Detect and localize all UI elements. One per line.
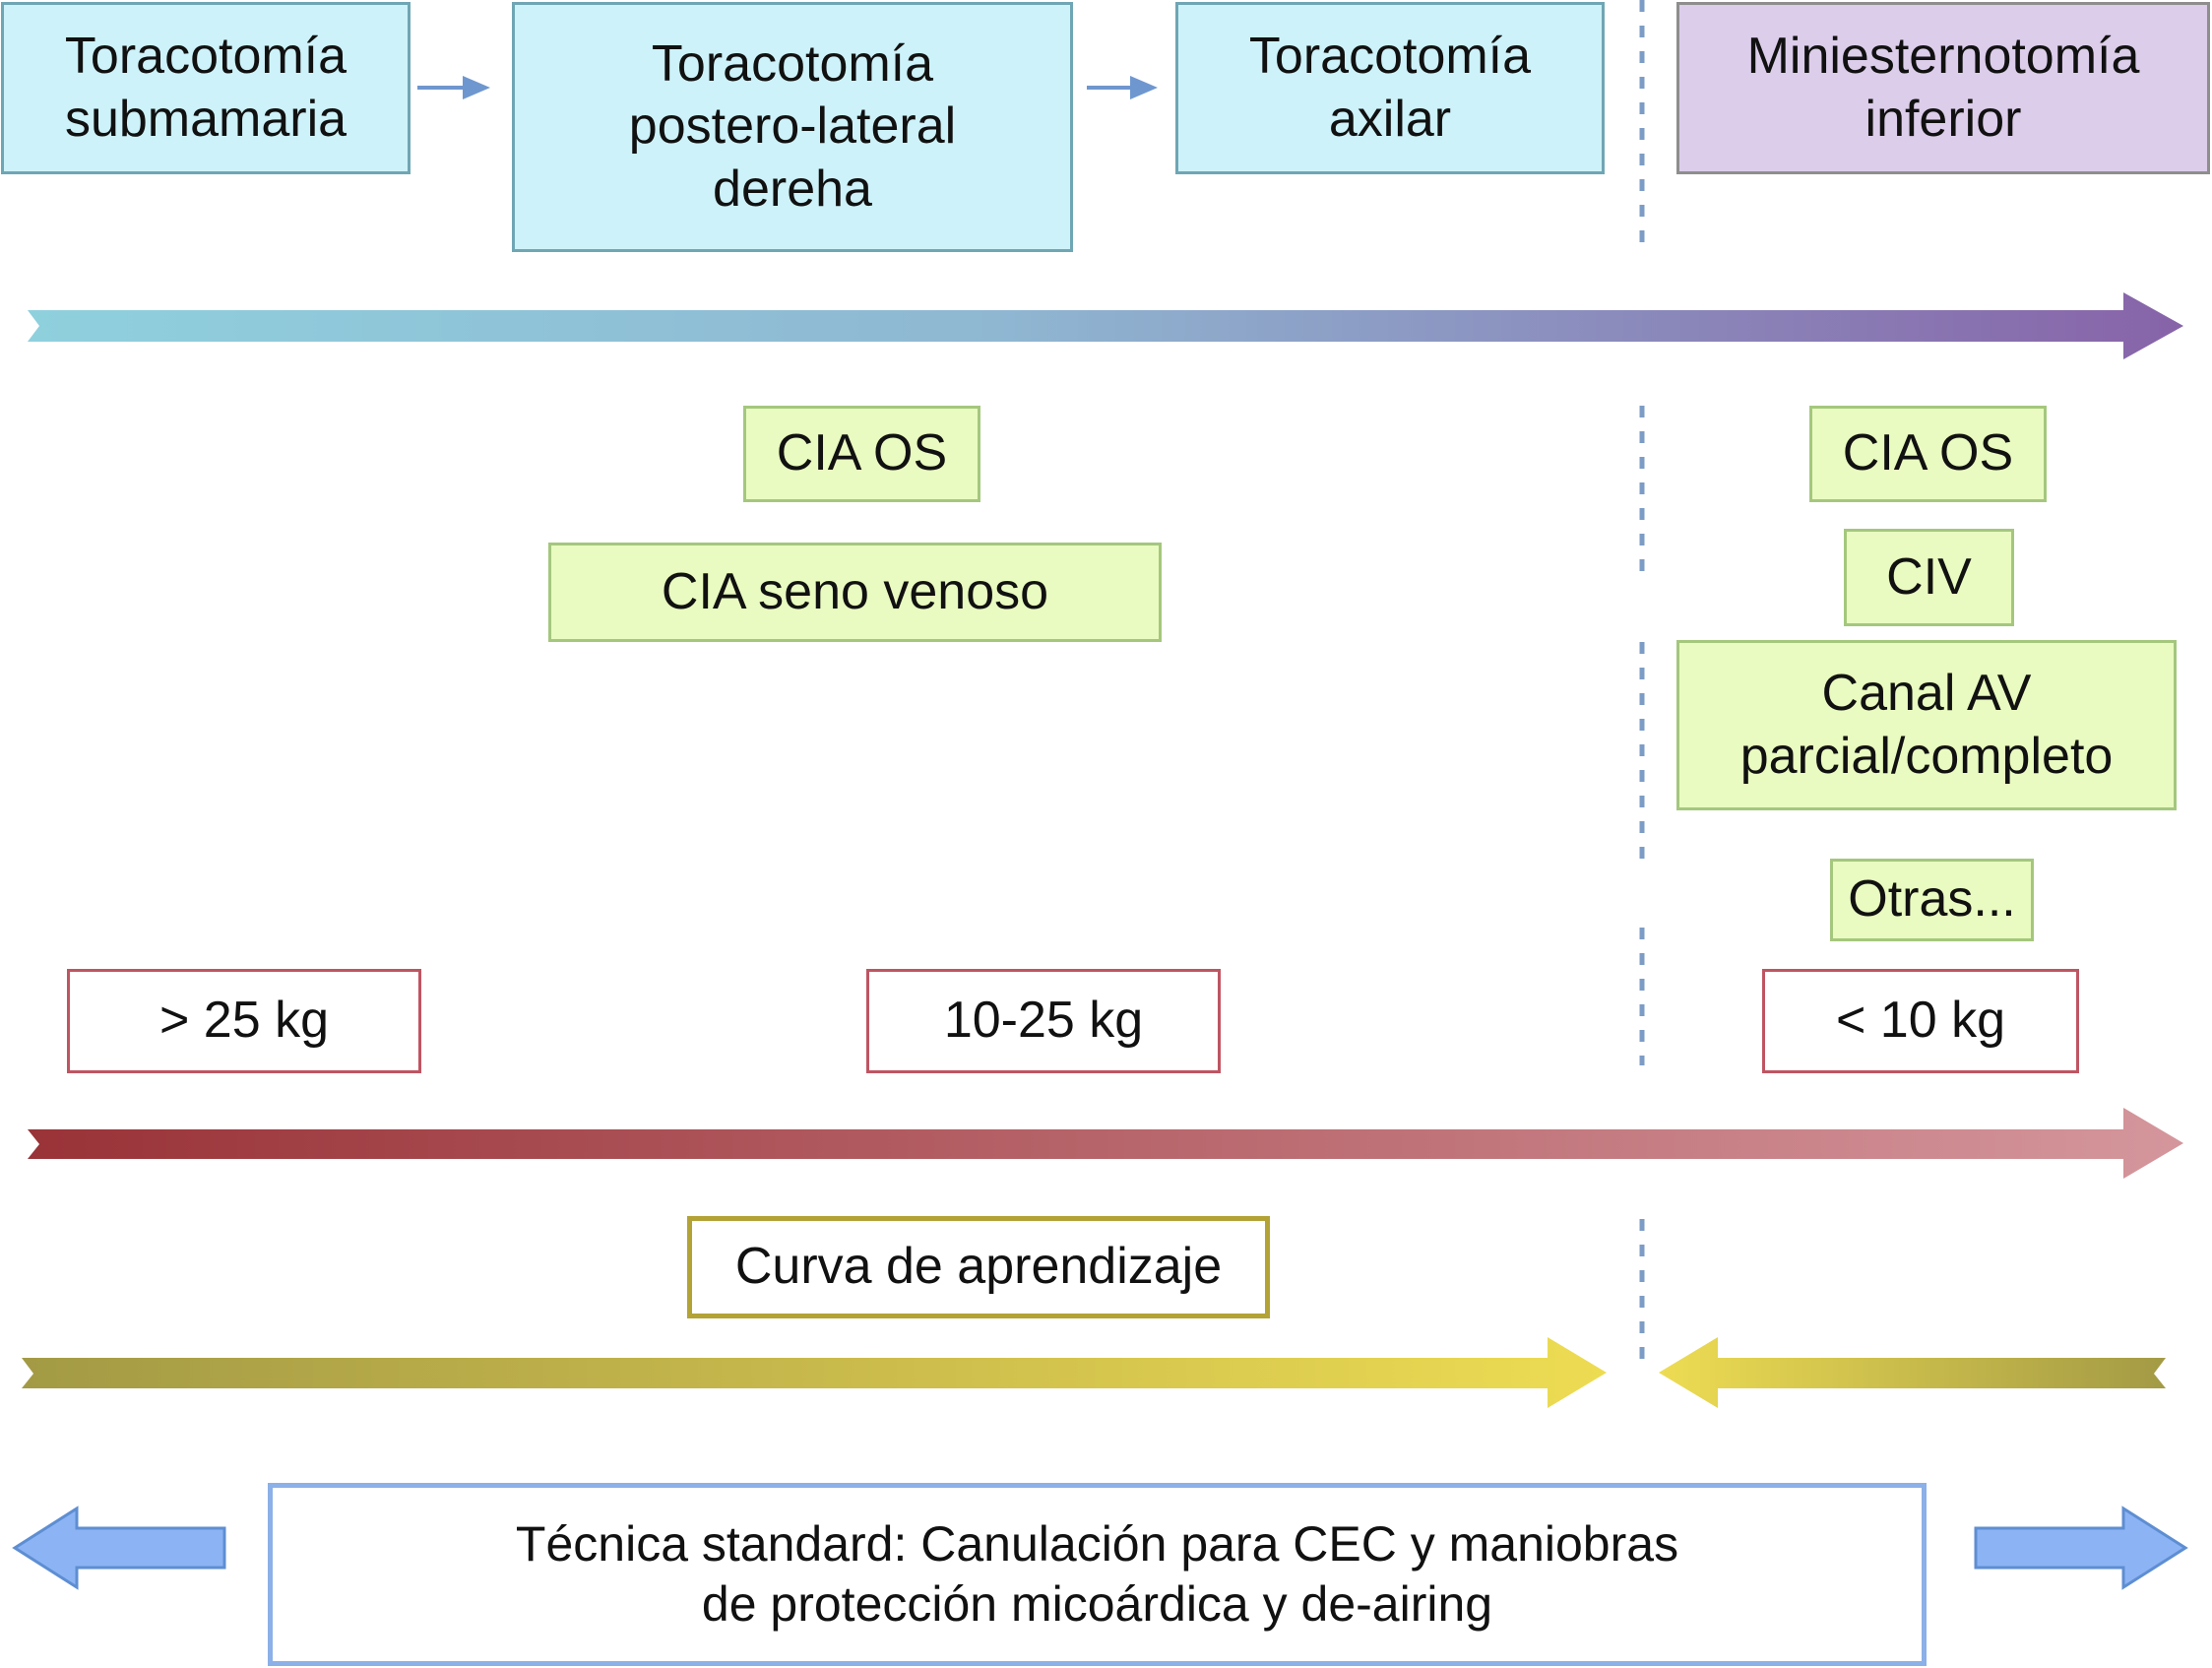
approach-axilar-label: Toracotomía axilar <box>1248 28 1532 148</box>
learning-curve-box: Curva de aprendizaje <box>687 1216 1270 1318</box>
learning-curve-label: Curva de aprendizaje <box>734 1238 1223 1296</box>
lesion-canal-av: Canal AV parcial/completo <box>1676 640 2177 810</box>
arrow-submamaria-to-posterolateral <box>417 76 490 99</box>
approach-posterolateral-label: Toracotomía postero-lateral dereha <box>628 34 957 218</box>
weight-gt25-label: > 25 kg <box>158 992 330 1050</box>
standard-technique-box: Técnica standard: Canulación para CEC y … <box>268 1483 1927 1666</box>
approach-progression-arrow <box>28 292 2183 359</box>
standard-right-arrow-icon <box>1974 1506 2188 1590</box>
approach-submamaria-label: Toracotomía submamaria <box>64 28 348 148</box>
weight-gradient-arrow <box>28 1108 2183 1179</box>
lesion-otras: Otras... <box>1830 859 2034 941</box>
learning-curve-arrow-right <box>22 1337 1607 1408</box>
approach-posterolateral: Toracotomía postero-lateral dereha <box>512 2 1073 252</box>
standard-left-arrow-icon <box>12 1506 226 1590</box>
approach-ministernotomia: Miniesternotomía inferior <box>1676 2 2210 174</box>
weight-gt25: > 25 kg <box>67 969 421 1073</box>
standard-technique-label: Técnica standard: Canulación para CEC y … <box>515 1516 1679 1632</box>
lesion-canal-av-label: Canal AV parcial/completo <box>1739 665 2114 785</box>
lesion-civ: CIV <box>1844 529 2014 626</box>
learning-curve-arrow-left <box>1659 1337 2166 1408</box>
weight-lt10: < 10 kg <box>1762 969 2079 1073</box>
weight-lt10-label: < 10 kg <box>1835 992 2006 1050</box>
weight-10-25-label: 10-25 kg <box>943 992 1144 1050</box>
lesion-cia-os-right: CIA OS <box>1809 406 2047 502</box>
weight-10-25: 10-25 kg <box>866 969 1221 1073</box>
lesion-cia-os-left: CIA OS <box>743 406 980 502</box>
lesion-cia-seno-venoso-label: CIA seno venoso <box>661 562 1049 620</box>
approach-ministernotomia-label: Miniesternotomía inferior <box>1746 28 2140 148</box>
arrow-posterolateral-to-axilar <box>1087 76 1158 99</box>
lesion-cia-os-left-label: CIA OS <box>776 424 948 482</box>
lesion-cia-os-right-label: CIA OS <box>1842 424 2014 482</box>
lesion-otras-label: Otras... <box>1848 870 2016 929</box>
lesion-cia-seno-venoso: CIA seno venoso <box>548 543 1162 642</box>
lesion-civ-label: CIV <box>1886 547 1972 606</box>
approach-axilar: Toracotomía axilar <box>1175 2 1605 174</box>
approach-submamaria: Toracotomía submamaria <box>1 2 411 174</box>
